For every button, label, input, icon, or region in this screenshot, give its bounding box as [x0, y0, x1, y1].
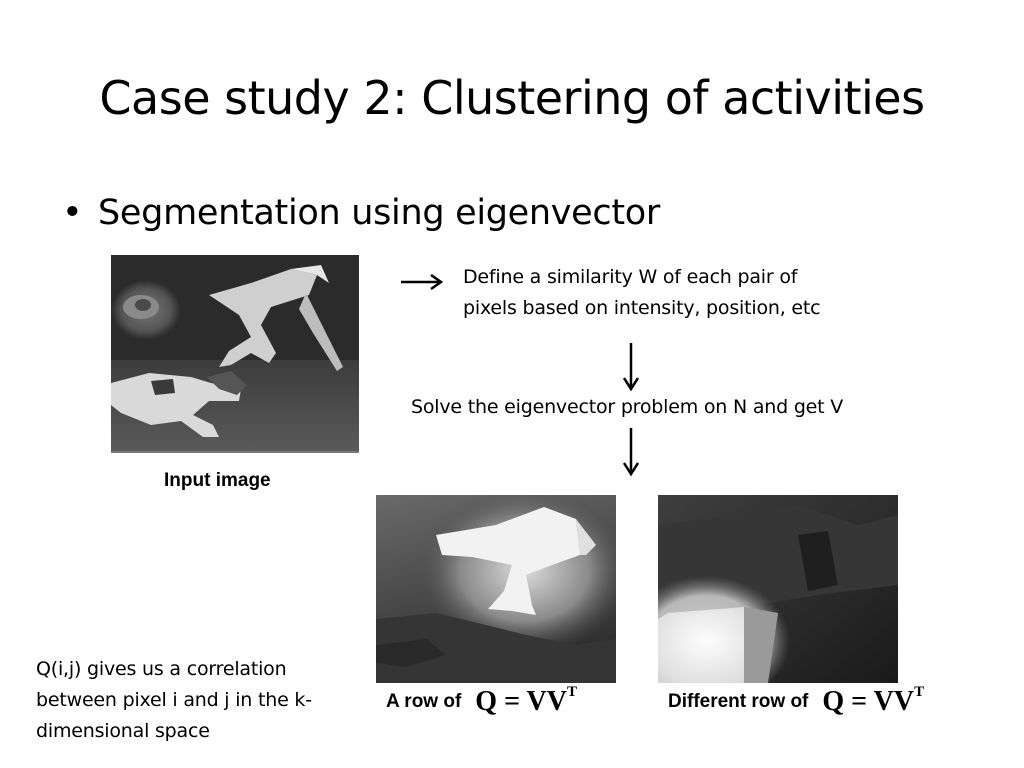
slide-title: Case study 2: Clustering of activities: [99, 71, 925, 125]
row-caption-a: A row of Q = VVT: [386, 683, 577, 718]
arrow-right-icon: [400, 273, 444, 296]
row-caption-different: Different row of Q = VVT: [668, 683, 925, 718]
bullet-dot-icon: •: [62, 193, 83, 233]
formula-main: Q = VV: [475, 686, 567, 717]
formula-superscript: T: [914, 683, 925, 700]
arrow-down-icon: [622, 342, 640, 397]
correlation-note-text: Q(i,j) gives us a correlation between pi…: [36, 658, 312, 742]
formula-q-vvt: Q = VVT: [822, 683, 925, 717]
bullet-item: • Segmentation using eigenvector: [62, 190, 660, 236]
formula-q-vvt: Q = VVT: [475, 683, 577, 717]
formula-superscript: T: [566, 683, 577, 700]
eigenvector-row-image: [376, 495, 616, 683]
eigenvector-step-text: Solve the eigenvector problem on N and g…: [411, 396, 844, 418]
similarity-definition-text: Define a similarity W of each pair of pi…: [463, 266, 821, 319]
row-caption-label: Different row of: [668, 691, 809, 712]
arrow-down-icon: [622, 427, 640, 482]
row-caption-label: A row of: [386, 691, 462, 712]
input-image-caption: Input image: [164, 470, 271, 491]
bullet-text: Segmentation using eigenvector: [98, 193, 660, 233]
formula-main: Q = VV: [822, 686, 915, 717]
input-image: [111, 255, 359, 453]
eigenvector-different-row-image: [658, 495, 898, 683]
